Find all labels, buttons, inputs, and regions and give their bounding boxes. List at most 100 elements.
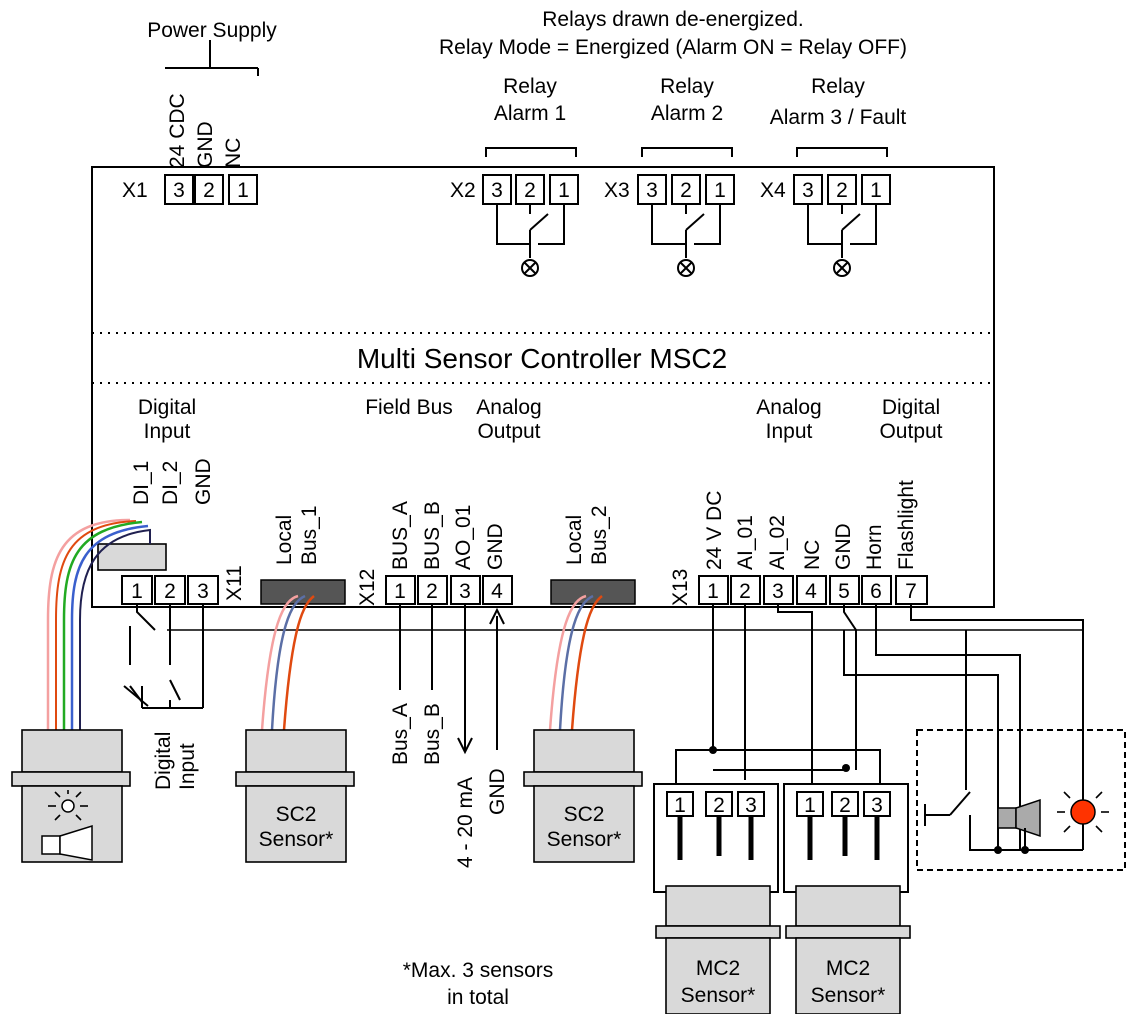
svg-text:Input: Input xyxy=(176,743,199,790)
svg-text:Sensor*: Sensor* xyxy=(811,984,886,1007)
svg-text:3: 3 xyxy=(173,179,185,202)
svg-text:2: 2 xyxy=(426,580,438,603)
connector-x12: X12 xyxy=(356,569,379,606)
relay-alarm-2-title: Relay Alarm 2 xyxy=(651,75,723,125)
svg-text:Alarm 1: Alarm 1 xyxy=(494,102,566,125)
pin-label-nc-2: NC xyxy=(801,540,824,570)
group-field-bus: Field Bus xyxy=(365,396,453,419)
svg-text:3: 3 xyxy=(772,580,784,603)
svg-text:Alarm 3 / Fault: Alarm 3 / Fault xyxy=(770,106,907,129)
pin-label-ao-gnd: GND xyxy=(484,523,507,570)
svg-text:Analog: Analog xyxy=(756,396,821,419)
svg-text:3: 3 xyxy=(871,794,883,817)
pin-label-local-2: Local xyxy=(563,515,586,565)
svg-text:MC2: MC2 xyxy=(696,957,740,980)
svg-text:Alarm 2: Alarm 2 xyxy=(651,102,723,125)
svg-text:1: 1 xyxy=(804,794,816,817)
sc2-sensor-2: SC2 Sensor* xyxy=(523,729,643,863)
horn-flash-device-left xyxy=(11,729,131,863)
svg-text:2: 2 xyxy=(839,794,851,817)
svg-text:MC2: MC2 xyxy=(826,957,870,980)
pin-label-di2: DI_2 xyxy=(159,461,182,505)
svg-text:3: 3 xyxy=(197,580,209,603)
svg-text:1: 1 xyxy=(237,179,249,202)
pin-label-gnd: GND xyxy=(194,121,217,168)
wire-label-4-20ma: 4 - 20 mA xyxy=(454,777,477,868)
pin-label-bus-a: BUS_A xyxy=(389,501,412,570)
x12-terminal: 1 2 3 4 xyxy=(385,575,513,605)
sc2-sensor-1: SC2 Sensor* xyxy=(235,729,355,863)
relays-note-line2: Relay Mode = Energized (Alarm ON = Relay… xyxy=(439,36,907,59)
digital-input-switches xyxy=(123,604,204,709)
svg-text:1: 1 xyxy=(707,580,719,603)
svg-text:SC2: SC2 xyxy=(564,803,605,826)
pin-label-ai-gnd: GND xyxy=(832,523,855,570)
pin-label-ai02: AI_02 xyxy=(766,515,789,570)
pin-label-bus1: Bus_1 xyxy=(298,505,321,565)
svg-text:3: 3 xyxy=(646,179,658,202)
pin-label-bus2: Bus_2 xyxy=(588,505,611,565)
svg-text:1: 1 xyxy=(394,580,406,603)
controller-title: Multi Sensor Controller MSC2 xyxy=(357,343,727,374)
svg-text:SC2: SC2 xyxy=(276,803,317,826)
connector-x4: X4 xyxy=(760,179,786,202)
x3-terminal: 3 2 1 xyxy=(637,174,735,205)
svg-text:3: 3 xyxy=(459,580,471,603)
mc2-sensor-2: 1 2 3 MC2 Sensor* xyxy=(783,783,911,1014)
sc2-cable-2 xyxy=(548,594,603,731)
svg-text:Output: Output xyxy=(477,420,540,443)
connector-x2: X2 xyxy=(450,179,476,202)
svg-text:4: 4 xyxy=(805,580,817,603)
svg-text:3: 3 xyxy=(802,179,814,202)
svg-text:Relay: Relay xyxy=(503,75,557,98)
pin-label-bus-b: BUS_B xyxy=(421,501,444,570)
mc2-sensor-1: 1 2 3 MC2 Sensor* xyxy=(653,783,781,1014)
svg-text:1: 1 xyxy=(558,179,570,202)
x13-wires xyxy=(675,604,1084,850)
pin-label-ao01: AO_01 xyxy=(452,505,475,570)
group-analog-output: Analog Output xyxy=(476,396,541,443)
pin-label-di1: DI_1 xyxy=(130,461,153,505)
wire-label-bus-a: Bus_A xyxy=(389,703,412,765)
svg-text:3: 3 xyxy=(745,794,757,817)
pin-label-flashlight: Flashlight xyxy=(895,480,918,570)
pin-label-nc: NC xyxy=(222,138,245,168)
svg-text:1: 1 xyxy=(714,179,726,202)
x4-terminal: 3 2 1 xyxy=(793,174,891,205)
connector-x11: X11 xyxy=(223,565,246,601)
svg-text:Input: Input xyxy=(144,420,191,443)
svg-text:2: 2 xyxy=(836,179,848,202)
pin-label-horn: Horn xyxy=(863,524,886,570)
relay-alarm-1-title: Relay Alarm 1 xyxy=(494,75,566,125)
controller-box xyxy=(91,166,995,608)
x1-terminal: 3 2 1 xyxy=(164,174,258,205)
svg-text:2: 2 xyxy=(739,580,751,603)
svg-text:Sensor*: Sensor* xyxy=(681,984,756,1007)
relay-2-contact xyxy=(651,204,721,277)
svg-text:6: 6 xyxy=(870,580,882,603)
svg-text:1: 1 xyxy=(674,794,686,817)
power-supply-label: Power Supply xyxy=(147,19,277,42)
digital-input-wire-label: Digital Input xyxy=(152,732,199,790)
svg-text:Sensor*: Sensor* xyxy=(547,828,622,851)
svg-text:2: 2 xyxy=(164,580,176,603)
svg-text:2: 2 xyxy=(713,794,725,817)
x11-plug xyxy=(97,543,167,571)
relay-1-contact xyxy=(496,204,565,277)
power-supply-bracket xyxy=(165,40,259,76)
sc2-cable-1 xyxy=(260,594,315,731)
local-bus-1-plug xyxy=(260,579,346,605)
group-digital-input: Digital Input xyxy=(138,396,196,443)
svg-text:Digital: Digital xyxy=(152,732,175,790)
relay-3-contact xyxy=(807,204,877,277)
pin-label-local-1: Local xyxy=(273,515,296,565)
x2-terminal: 3 2 1 xyxy=(482,174,579,205)
svg-text:*Max. 3 sensors: *Max. 3 sensors xyxy=(403,959,554,982)
x11-terminal: 1 2 3 xyxy=(121,575,219,605)
x12-wires xyxy=(399,604,505,755)
svg-text:2: 2 xyxy=(524,179,536,202)
svg-text:Input: Input xyxy=(766,420,813,443)
svg-text:3: 3 xyxy=(491,179,503,202)
footnote: *Max. 3 sensors in total xyxy=(403,959,554,1009)
svg-text:5: 5 xyxy=(838,580,850,603)
